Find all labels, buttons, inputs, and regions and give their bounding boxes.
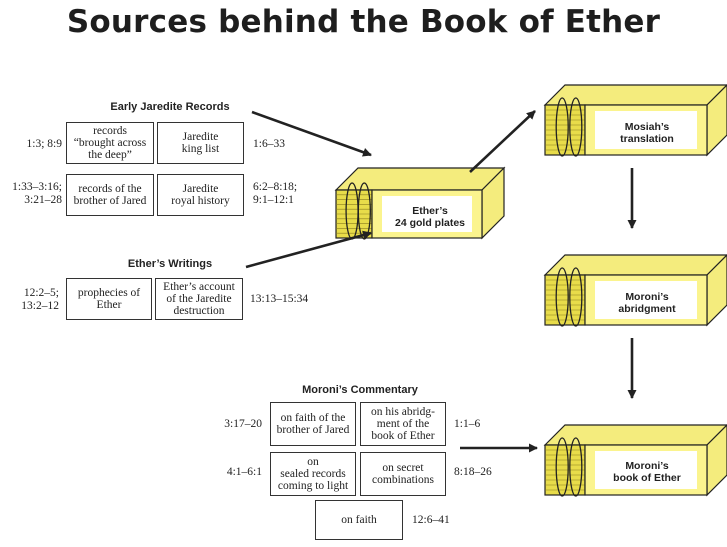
ref-king-list: 1:6–33 [253, 138, 285, 150]
ref-royal-history: 6:2–8:18; 9:1–12:1 [253, 181, 298, 206]
sealed-records-box: on sealed records coming to light [270, 452, 356, 496]
moroni-abridgment-label: Moroni’s abridgment [618, 291, 676, 315]
moroni-commentary-header: Moroni’s Commentary [302, 384, 418, 396]
brother-jared-records-box: records of the brother of Jared [66, 174, 154, 216]
diagram-title: Sources behind the Book of Ether [66, 4, 661, 40]
king-list-box: Jaredite king list [157, 122, 244, 164]
secret-combinations-box: on secret combinations [360, 452, 446, 496]
ref-ether-account: 13:13–15:34 [250, 293, 309, 305]
moroni-book-of-ether-label: Moroni’s book of Ether [613, 460, 681, 484]
moroni-book-of-ether-book [543, 424, 727, 497]
prophecies-box: prophecies of Ether [66, 278, 152, 320]
abridgment-commentary-box: on his abridg- ment of the book of Ether [360, 402, 446, 446]
ether-account-box: Ether’s account of the Jaredite destruct… [155, 278, 243, 320]
ref-records-brought: 1:3; 8:9 [26, 138, 62, 150]
early-records-header: Early Jaredite Records [110, 101, 230, 113]
ether-writings-header: Ether’s Writings [127, 258, 213, 270]
moroni-abridgment-book [543, 254, 727, 327]
ether-writings-arrow [245, 230, 372, 269]
mosiah-translation-label: Mosiah’s translation [620, 121, 674, 145]
faith-brother-jared-box: on faith of the brother of Jared [270, 402, 356, 446]
records-brought-box: records “brought across the deep” [66, 122, 154, 164]
ref-prophecies: 12:2–5; 13:2–12 [21, 287, 59, 312]
ref-brother-jared-records: 1:33–3:16; 3:21–28 [12, 181, 62, 206]
royal-history-box: Jaredite royal history [157, 174, 244, 216]
mosiah-translation-book [543, 84, 727, 157]
on-faith-box: on faith [315, 500, 403, 540]
ref-abridgment-commentary: 1:1–6 [454, 418, 481, 430]
early-records-arrow [251, 110, 372, 157]
gold-plates-label: Ether’s 24 gold plates [394, 205, 466, 229]
ref-faith-brother-jared: 3:17–20 [224, 418, 262, 430]
ref-sealed-records: 4:1–6:1 [226, 466, 262, 478]
ref-secret-combinations: 8:18–26 [454, 466, 492, 478]
plates-to-mosiah-arrow [469, 110, 536, 173]
ref-on-faith: 12:6–41 [412, 514, 450, 526]
